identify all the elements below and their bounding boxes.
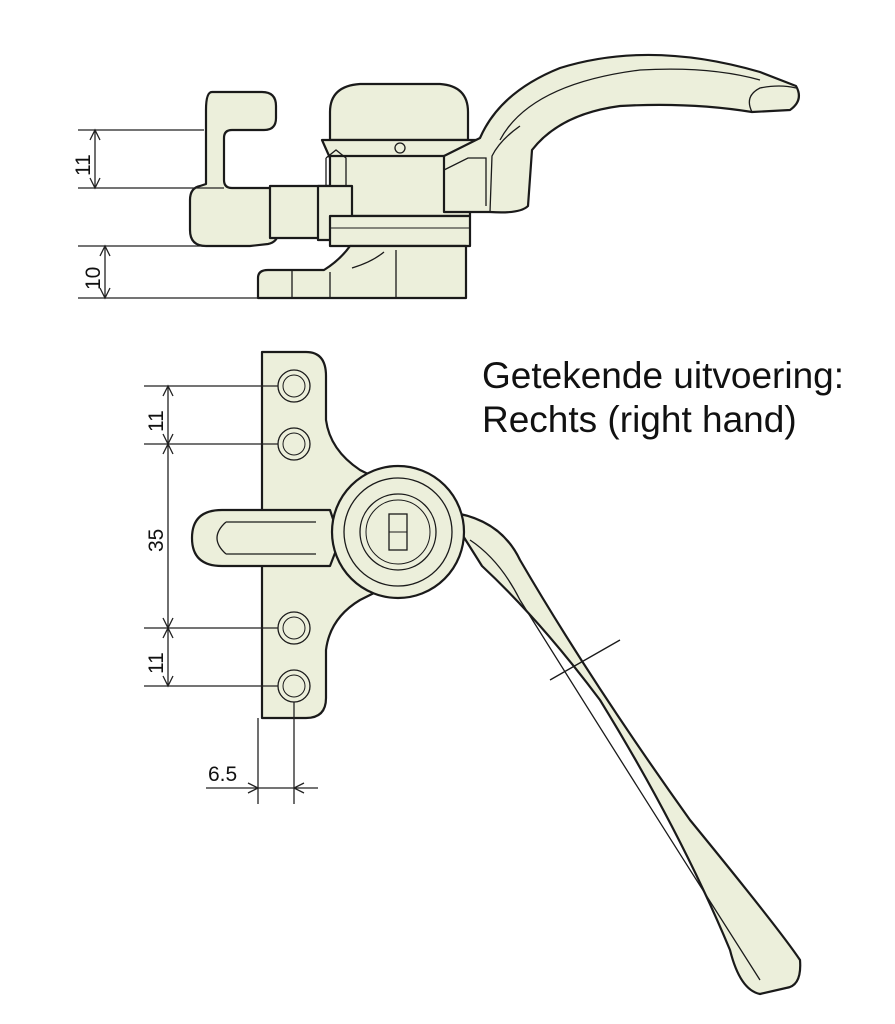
top-view: 11 35 11 6.5 bbox=[144, 350, 802, 996]
side-view-handle bbox=[442, 53, 801, 214]
side-view-lower-ring bbox=[328, 214, 472, 248]
caption-line-2: Rechts (right hand) bbox=[482, 399, 797, 440]
side-view-dome bbox=[328, 82, 470, 142]
lock-rosette bbox=[330, 464, 466, 600]
top-dim-6-5: 6.5 bbox=[208, 763, 237, 786]
side-view-base bbox=[256, 244, 468, 300]
side-dim-10: 10 bbox=[82, 267, 105, 290]
side-view: 11 10 bbox=[72, 53, 801, 300]
top-view-handle bbox=[446, 510, 802, 996]
caption-line-1: Getekende uitvoering: bbox=[482, 355, 844, 396]
top-dim-11-lower: 11 bbox=[145, 652, 168, 674]
top-view-tongue bbox=[190, 508, 342, 568]
top-dim-11-upper: 11 bbox=[145, 410, 168, 432]
side-view-fork bbox=[188, 90, 280, 248]
side-dim-11: 11 bbox=[72, 154, 95, 176]
top-dim-35: 35 bbox=[145, 529, 168, 552]
